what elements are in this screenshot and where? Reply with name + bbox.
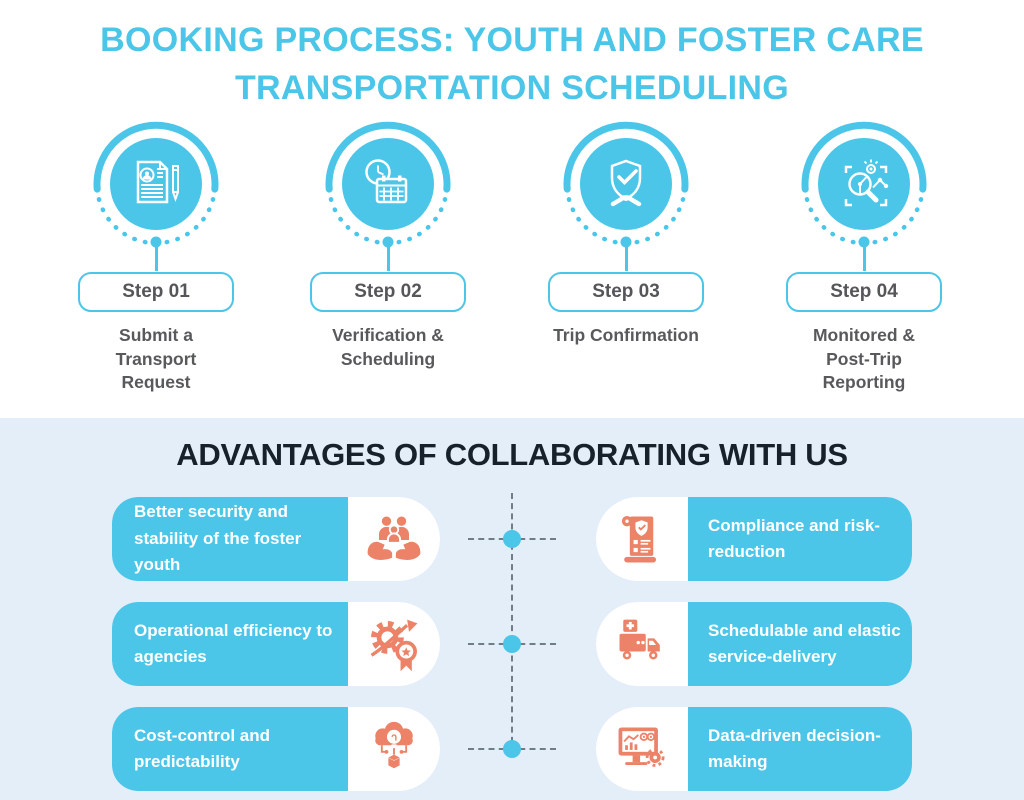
shield-check-handshake-icon xyxy=(563,121,689,248)
step-2-badge: Step 02 xyxy=(310,272,466,312)
idea-cloud-circuit-icon xyxy=(348,707,440,791)
compliance-scroll-shield-icon xyxy=(596,497,688,581)
gear-growth-award-icon xyxy=(348,602,440,686)
advantage-right-2-text: Schedulable and elastic service-delivery xyxy=(688,602,912,686)
advantage-left-2: Operational efficiency to agencies xyxy=(112,602,440,686)
connector-dot xyxy=(503,530,521,548)
connector-dot xyxy=(503,635,521,653)
page-title: BOOKING PROCESS: YOUTH AND FOSTER CARE T… xyxy=(0,0,1024,113)
page-title-line1: BOOKING PROCESS: YOUTH AND FOSTER CARE xyxy=(100,21,924,59)
step-1-label: Submit a Transport Request xyxy=(115,325,197,393)
steps-row: Step 01 Submit a Transport Request Step … xyxy=(0,118,1024,418)
medical-delivery-truck-icon xyxy=(596,602,688,686)
step-connector xyxy=(386,245,390,271)
connector-dot xyxy=(503,740,521,758)
advantage-left-1-text: Better security and stability of the fos… xyxy=(112,497,348,581)
page-title-line2: TRANSPORTATION SCHEDULING xyxy=(234,69,789,108)
advantage-right-3-text: Data-driven decision-making xyxy=(688,707,912,791)
transport-request-document-icon xyxy=(93,121,219,248)
step-connector xyxy=(624,245,628,271)
step-1-badge: Step 01 xyxy=(78,272,234,312)
monitoring-magnifier-eye-icon xyxy=(801,121,927,248)
step-1: Step 01 Submit a Transport Request xyxy=(38,118,274,395)
advantage-left-1: Better security and stability of the fos… xyxy=(112,497,440,581)
advantage-right-2: Schedulable and elastic service-delivery xyxy=(596,602,912,686)
step-3: Step 03 Trip Confirmation xyxy=(508,118,744,348)
advantage-left-3-text: Cost-control and predictability xyxy=(112,707,348,791)
step-4: Step 04 Monitored & Post-Trip Reporting xyxy=(746,118,982,395)
center-dashed-line xyxy=(511,493,513,753)
step-4-label: Monitored & Post-Trip Reporting xyxy=(812,325,916,393)
step-4-badge: Step 04 xyxy=(786,272,942,312)
analytics-monitor-gear-icon xyxy=(596,707,688,791)
advantage-right-3: Data-driven decision-making xyxy=(596,707,912,791)
clock-calendar-icon xyxy=(325,121,451,248)
step-2: Step 02 Verification & Scheduling xyxy=(270,118,506,371)
advantage-left-2-text: Operational efficiency to agencies xyxy=(112,602,348,686)
advantages-section: ADVANTAGES OF COLLABORATING WITH US Bett… xyxy=(0,418,1024,800)
step-2-label: Verification & Scheduling xyxy=(332,325,444,369)
step-3-label: Trip Confirmation xyxy=(553,325,699,345)
family-in-hands-icon xyxy=(348,497,440,581)
step-connector xyxy=(862,245,866,271)
step-connector xyxy=(154,245,158,271)
advantages-heading: ADVANTAGES OF COLLABORATING WITH US xyxy=(176,437,848,472)
advantage-right-1: Compliance and risk-reduction xyxy=(596,497,912,581)
advantage-left-3: Cost-control and predictability xyxy=(112,707,440,791)
step-3-badge: Step 03 xyxy=(548,272,704,312)
advantage-right-1-text: Compliance and risk-reduction xyxy=(688,497,912,581)
